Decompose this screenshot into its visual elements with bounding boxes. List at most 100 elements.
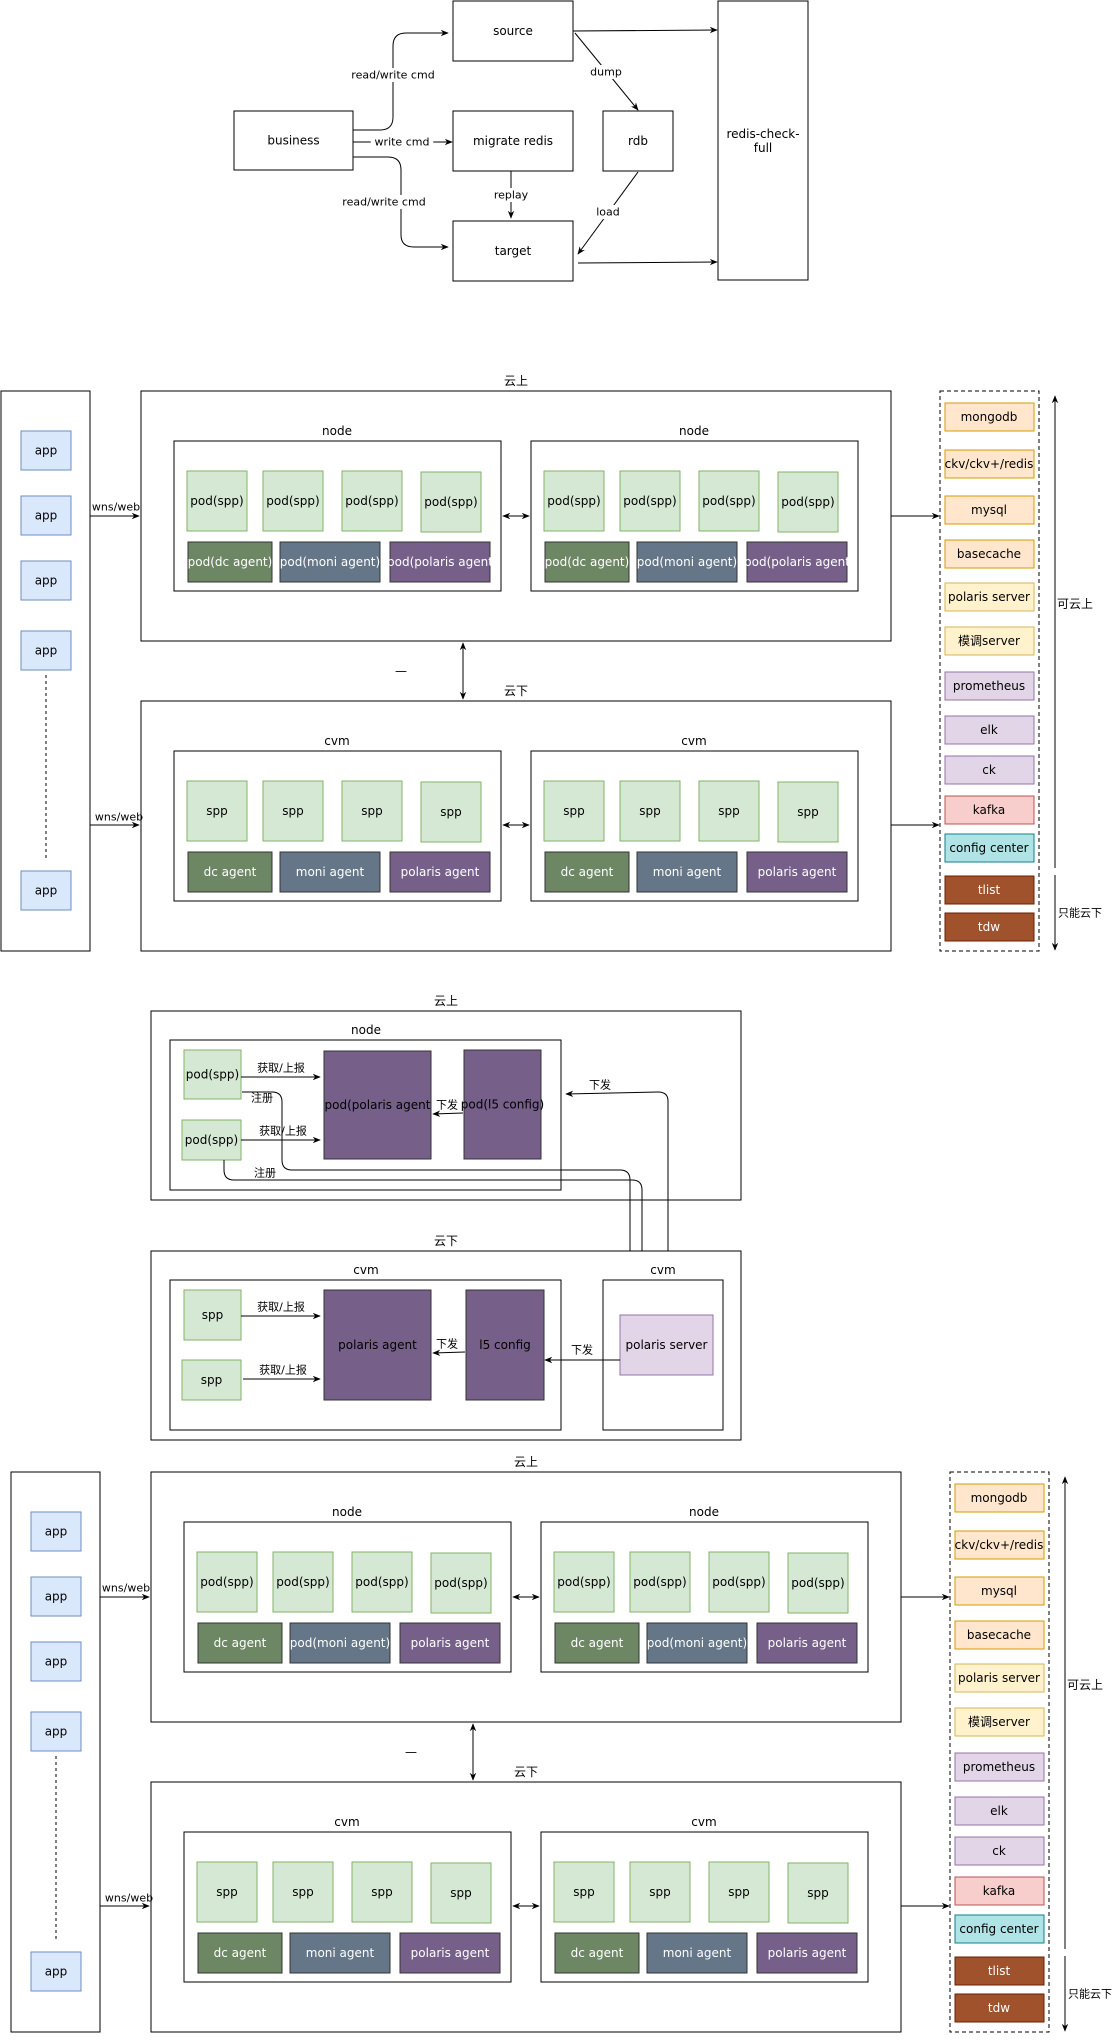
- arch2-service-5: [954, 1663, 1045, 1693]
- arch2-service-4-label: basecache: [967, 1628, 1031, 1642]
- edge-label-replay-bg: [489, 188, 533, 202]
- arch1-wns-label-bottom: wns/web: [95, 811, 143, 824]
- arch2-scope-cloud-on-label: 可云上: [1067, 1678, 1103, 1692]
- polaris-fetch-label-1: 获取/上报: [257, 1061, 305, 1075]
- arch1-agent-1-2: [279, 541, 381, 583]
- arch2-service-3-label: mysql: [981, 1584, 1017, 1598]
- arch2-service-6: [954, 1707, 1045, 1737]
- polaris-l5-config-label: l5 config: [479, 1338, 531, 1352]
- edge-label-read-write-bottom: read/write cmd: [342, 196, 425, 209]
- arch2-service-6-label: 模调server: [968, 1715, 1030, 1729]
- arch1-service-2: [944, 449, 1035, 479]
- arch1-service-6-label: 模调server: [958, 634, 1020, 648]
- arch2-cvm-title-2: cvm: [691, 1815, 716, 1829]
- edge-source-checker: [572, 26, 718, 34]
- polaris-cloud-off-title: 云下: [434, 1234, 458, 1248]
- arch2-agent-2-3: [756, 1622, 858, 1664]
- arch2-app-1: [30, 1511, 82, 1552]
- arch2-pod-2-2: [629, 1551, 691, 1613]
- arch2-agent-1-1: [197, 1622, 283, 1664]
- arch2-agent-2-3-label: polaris agent: [768, 1636, 847, 1650]
- polaris-pod-agent-label: pod(polaris agent: [325, 1098, 431, 1112]
- polaris-dispatch-label-up: 下发: [589, 1078, 611, 1092]
- arch2-cloud-on-title: 云上: [514, 1455, 538, 1469]
- redis-check-full-label-2: full: [754, 141, 773, 155]
- migrate-redis-node: [452, 110, 574, 172]
- business-node: [233, 110, 354, 171]
- arch1-service-10-label: kafka: [973, 803, 1005, 817]
- arch1-service-2-label: ckv/ckv+/redis: [945, 457, 1034, 471]
- arch2-service-1: [954, 1483, 1045, 1513]
- arch1-app-3-label: app: [35, 574, 58, 588]
- arch2-pod-1-2-label: spp: [292, 1885, 314, 1899]
- arch2-pod-1-4-label: pod(spp): [434, 1576, 487, 1590]
- arch2-pod-1-2-label: pod(spp): [276, 1575, 329, 1589]
- arch1-service-5: [944, 582, 1035, 612]
- arch1-dash-mark: —: [395, 664, 407, 678]
- arch2-app-3-label: app: [45, 1655, 68, 1669]
- polaris-dispatch-arrow-top: [432, 1110, 464, 1117]
- arch1-node-title-1: node: [322, 424, 352, 438]
- polaris-pod-agent: [323, 1050, 432, 1160]
- polaris-spp-1-label: spp: [202, 1308, 224, 1322]
- rdb-node: [602, 110, 674, 172]
- arch2-service-10-label: kafka: [983, 1884, 1015, 1898]
- arch1-agent-1-3: [389, 541, 491, 583]
- arch1-agent-2-2-label: pod(moni agent): [637, 555, 737, 569]
- arch2-service-12: [954, 1956, 1045, 1986]
- arch2-agent-1-1: [197, 1932, 283, 1974]
- arch2-service-13: [954, 1993, 1045, 2023]
- polaris-fetch-label-4: 获取/上报: [259, 1363, 307, 1377]
- arch2-pod-2-2: [629, 1861, 691, 1923]
- arch1-pod-1-4: [420, 471, 482, 533]
- polaris-spp-2: [181, 1359, 242, 1401]
- arch1-service-11-label: config center: [949, 841, 1028, 855]
- arch2-agent-2-2: [646, 1932, 748, 1974]
- arch2-app-2-label: app: [45, 1590, 68, 1604]
- arch2-pod-2-3: [708, 1861, 770, 1923]
- arch2-pod-2-1: [553, 1551, 615, 1613]
- target-node: [452, 220, 574, 282]
- arch1-app-1-label: app: [35, 444, 58, 458]
- arch2-pod-1-1-label: pod(spp): [200, 1575, 253, 1589]
- arch2-service-11-label: config center: [959, 1922, 1038, 1936]
- arch1-service-3-label: mysql: [971, 503, 1007, 517]
- arch1-service-12-label: tlist: [978, 883, 1001, 897]
- arch1-pod-2-1: [543, 470, 605, 532]
- arch1-pod-2-4: [777, 781, 839, 843]
- arch2-app-5: [30, 1951, 82, 1992]
- arch1-agent-1-2-label: pod(moni agent): [280, 555, 380, 569]
- arch1-scope-cloud-off-label: 只能云下: [1058, 906, 1102, 920]
- arch1-agent-2-3: [746, 541, 848, 583]
- polaris-dispatch-label-top: 下发: [436, 1098, 458, 1112]
- arch1-app-column: [0, 390, 91, 952]
- arch1-cloud-off-title: 云下: [504, 684, 528, 698]
- edge-label-read-write-top-bg: [345, 68, 441, 82]
- arch2-agent-2-2-label: moni agent: [663, 1946, 732, 1960]
- arch2-service-3: [954, 1576, 1045, 1606]
- polaris-pod-l5-config-label: pod(l5 config): [461, 1098, 544, 1112]
- arch2-agent-1-1-label: dc agent: [214, 1946, 267, 1960]
- arch1-agent-1-3-label: polaris agent: [401, 865, 480, 879]
- polaris-pod-spp-2-label: pod(spp): [185, 1133, 238, 1147]
- polaris-register-path-1: [242, 1091, 634, 1309]
- arch2-pod-1-4: [430, 1552, 492, 1614]
- rdb-node-label: rdb: [628, 134, 648, 148]
- arch1-pod-2-4-label: pod(spp): [781, 495, 834, 509]
- arch2-service-9-label: ck: [992, 1844, 1006, 1858]
- arch1-agent-2-2: [636, 541, 738, 583]
- arch1-agent-2-1-label: pod(dc agent): [545, 555, 630, 569]
- arch2-pod-2-3: [708, 1551, 770, 1613]
- arch2-service-10: [954, 1876, 1045, 1906]
- arch1-pod-1-3: [341, 470, 403, 532]
- arch2-pod-2-3-label: spp: [728, 1885, 750, 1899]
- arch1-agent-1-1-label: dc agent: [204, 865, 257, 879]
- polaris-server-dispatch-label: 下发: [571, 1343, 593, 1357]
- edge-label-dump-bg: [591, 65, 621, 79]
- migrate-redis-node-label: migrate redis: [473, 134, 553, 148]
- polaris-fetch-label-3: 获取/上报: [257, 1300, 305, 1314]
- polaris-dispatch-label-bottom: 下发: [436, 1337, 458, 1351]
- arch1-node-title-2: node: [679, 424, 709, 438]
- arch2-service-12-label: tlist: [988, 1964, 1011, 1978]
